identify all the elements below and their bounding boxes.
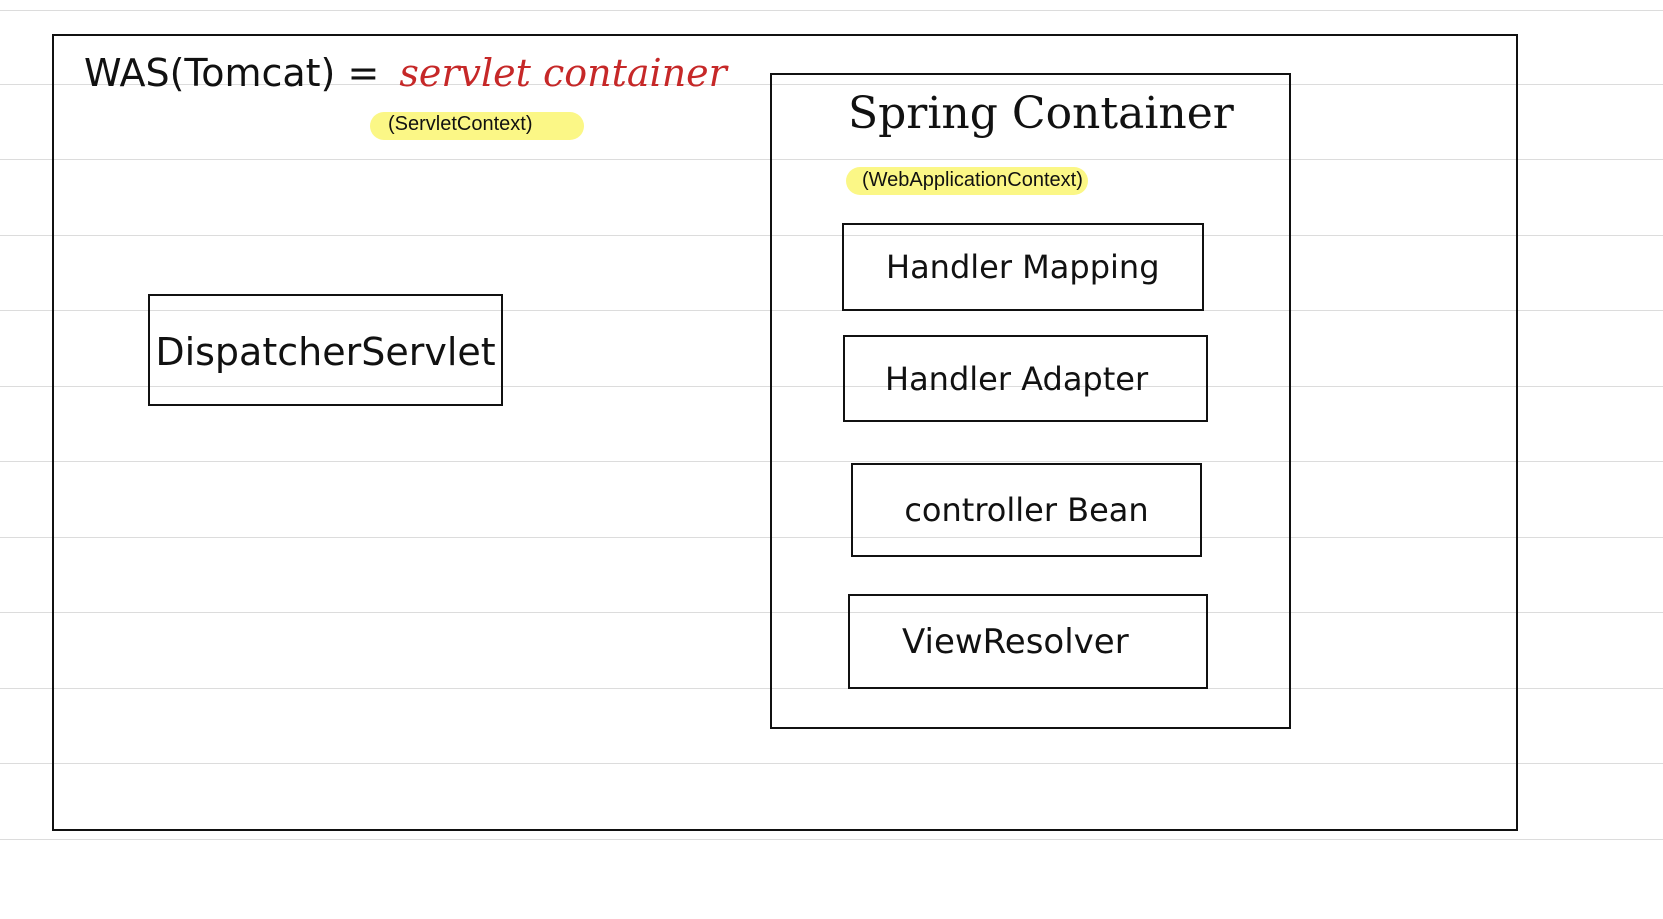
spring-container-box [770, 73, 1291, 729]
ruled-line [0, 612, 1663, 613]
dispatcher-servlet-box: DispatcherServlet [148, 294, 503, 406]
ruled-line [0, 763, 1663, 764]
controller-bean-label: controller Bean [904, 491, 1149, 529]
handler-adapter-box: Handler Adapter [843, 335, 1208, 422]
ruled-line [0, 461, 1663, 462]
controller-bean-box: controller Bean [851, 463, 1202, 557]
view-resolver-label: ViewResolver [902, 621, 1129, 662]
was-title: WAS(Tomcat) = servlet container [84, 54, 727, 92]
handler-mapping-box: Handler Mapping [842, 223, 1204, 311]
ruled-line [0, 235, 1663, 236]
was-title-accent: servlet container [399, 51, 727, 95]
ruled-line [0, 10, 1663, 11]
view-resolver-box: ViewResolver [848, 594, 1208, 689]
servlet-context-label: (ServletContext) [388, 113, 533, 135]
ruled-line [0, 839, 1663, 840]
servlet-context-highlight [370, 112, 584, 140]
handler-mapping-label: Handler Mapping [886, 248, 1160, 286]
ruled-line [0, 84, 1663, 85]
ruled-line [0, 310, 1663, 311]
ruled-line [0, 159, 1663, 160]
ruled-line [0, 386, 1663, 387]
ruled-line [0, 688, 1663, 689]
was-container-box [52, 34, 1518, 831]
web-application-context-label: (WebApplicationContext) [862, 169, 1083, 191]
handler-adapter-label: Handler Adapter [885, 359, 1149, 398]
was-title-prefix: WAS(Tomcat) = [84, 51, 380, 95]
web-application-context-highlight [846, 167, 1088, 195]
dispatcher-servlet-label: DispatcherServlet [155, 330, 496, 375]
spring-container-title: Spring Container [848, 88, 1234, 139]
ruled-line [0, 537, 1663, 538]
